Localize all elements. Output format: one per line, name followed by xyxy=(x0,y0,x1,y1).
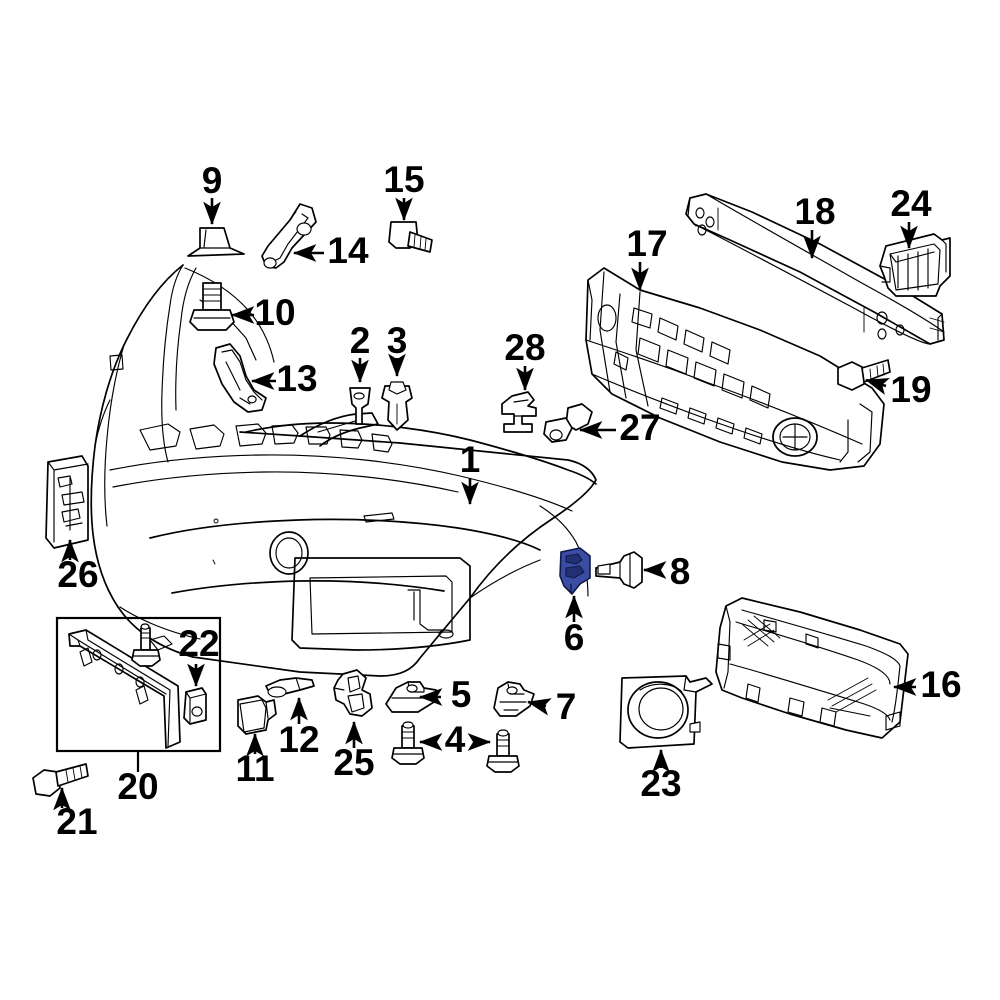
callout-label-1: 1 xyxy=(460,439,481,480)
callout-4: 4 xyxy=(418,719,492,760)
part-bumper-cover-mount-cap[interactable] xyxy=(187,227,245,257)
callout-label-7: 7 xyxy=(556,686,577,727)
callout-19: 19 xyxy=(865,369,932,410)
callout-label-5: 5 xyxy=(451,674,472,715)
callout-label-22: 22 xyxy=(178,623,219,664)
part-bumper-cover-side-clip-highlighted[interactable] xyxy=(559,547,591,595)
part-license-bracket-nut-clip[interactable] xyxy=(183,687,207,725)
callout-label-14: 14 xyxy=(327,230,369,271)
callout-26: 26 xyxy=(57,538,99,595)
callout-label-4: 4 xyxy=(445,719,466,760)
callout-label-21: 21 xyxy=(56,801,97,842)
callout-10: 10 xyxy=(230,292,296,333)
callout-8: 8 xyxy=(642,551,691,592)
callout-label-18: 18 xyxy=(794,191,835,232)
part-bumper-reinforcement-beam[interactable] xyxy=(685,193,945,345)
callout-label-10: 10 xyxy=(254,292,295,333)
callout-label-17: 17 xyxy=(626,223,667,264)
callout-label-9: 9 xyxy=(202,160,223,201)
callout-15: 15 xyxy=(383,159,425,222)
callout-27: 27 xyxy=(578,407,661,448)
callout-label-24: 24 xyxy=(890,183,932,224)
part-bumper-cover-bolt-lower-a[interactable] xyxy=(391,721,425,765)
callout-23: 23 xyxy=(640,748,682,804)
part-bumper-cover-side-retainer[interactable] xyxy=(45,455,89,549)
part-license-bracket-bolt[interactable] xyxy=(32,763,89,797)
callout-label-28: 28 xyxy=(504,327,545,368)
part-bumper-cover-retainer-pin[interactable] xyxy=(381,381,413,431)
callout-25: 25 xyxy=(333,720,375,783)
part-bumper-cover-screw-grommet[interactable] xyxy=(595,551,643,589)
callout-11: 11 xyxy=(235,732,275,789)
part-bumper-cover-cotter-clip[interactable] xyxy=(265,677,315,698)
callout-7: 7 xyxy=(526,686,577,727)
callout-label-11: 11 xyxy=(235,748,274,789)
part-absorber-grommet[interactable] xyxy=(543,403,593,443)
callout-9: 9 xyxy=(202,160,223,226)
part-reinforcement-bolt[interactable] xyxy=(837,359,891,391)
callout-13: 13 xyxy=(250,358,318,399)
callout-label-23: 23 xyxy=(640,763,681,804)
callout-14: 14 xyxy=(292,230,369,271)
part-bumper-cover-clamp[interactable] xyxy=(333,669,373,717)
callout-label-20: 20 xyxy=(117,766,158,807)
part-bumper-cover-clip-small[interactable] xyxy=(349,387,371,425)
callout-20: 20 xyxy=(117,751,159,807)
callout-label-25: 25 xyxy=(333,742,374,783)
part-bumper-mount-bolt-upper[interactable] xyxy=(388,221,433,253)
callout-3: 3 xyxy=(387,320,408,378)
callout-label-13: 13 xyxy=(276,358,317,399)
part-license-plate-bracket[interactable] xyxy=(68,623,181,749)
callout-1: 1 xyxy=(460,439,481,506)
callout-28: 28 xyxy=(504,327,546,392)
callout-18: 18 xyxy=(794,191,836,260)
callout-16: 16 xyxy=(892,664,962,705)
part-bumper-cover-bolt-lower-b[interactable] xyxy=(486,729,520,773)
callout-label-3: 3 xyxy=(387,320,408,361)
callout-label-6: 6 xyxy=(564,617,585,658)
part-bumper-energy-absorber[interactable] xyxy=(585,267,885,471)
callout-label-8: 8 xyxy=(670,551,691,592)
callout-22: 22 xyxy=(178,623,220,688)
callout-6: 6 xyxy=(564,594,585,658)
callout-12: 12 xyxy=(278,696,320,760)
callout-label-16: 16 xyxy=(920,664,961,705)
callout-5: 5 xyxy=(418,674,472,715)
callout-label-26: 26 xyxy=(57,554,98,595)
part-front-lower-grille[interactable] xyxy=(715,597,909,739)
callout-label-19: 19 xyxy=(890,369,931,410)
callout-21: 21 xyxy=(53,786,98,842)
part-bumper-cover-clip-bracket[interactable] xyxy=(501,391,537,433)
part-bumper-cover-cushion-block[interactable] xyxy=(237,695,277,735)
callout-label-15: 15 xyxy=(383,159,424,200)
part-bumper-retainer-bolt[interactable] xyxy=(189,282,235,331)
callout-2: 2 xyxy=(350,320,371,384)
part-fog-lamp-cover[interactable] xyxy=(619,675,713,749)
callout-label-12: 12 xyxy=(278,719,319,760)
part-bumper-cover-side-bracket[interactable] xyxy=(213,343,267,413)
callout-24: 24 xyxy=(890,183,932,250)
callout-label-2: 2 xyxy=(350,320,371,361)
part-bumper-cover-support-arm[interactable] xyxy=(261,203,317,269)
part-bumper-side-absorber[interactable] xyxy=(879,233,951,297)
callout-label-27: 27 xyxy=(619,407,660,448)
part-bumper-side-retainer-right[interactable] xyxy=(493,681,535,717)
callout-17: 17 xyxy=(626,223,668,292)
